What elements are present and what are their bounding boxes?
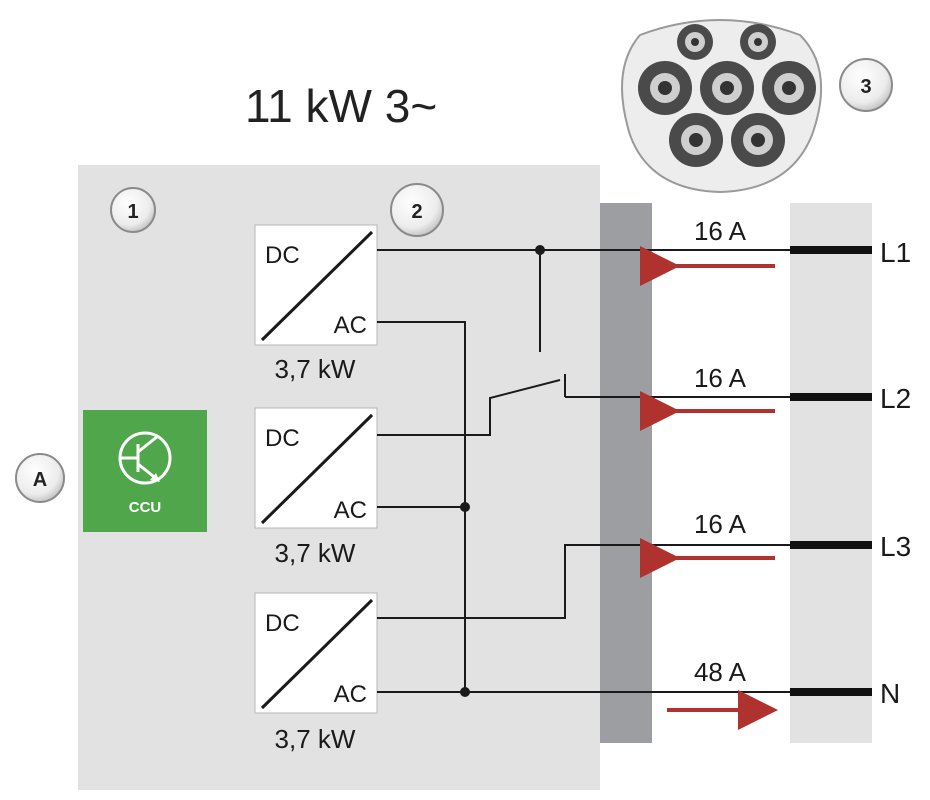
- converter-3-power: 3,7 kW: [275, 724, 356, 754]
- type2-connector-icon: [621, 19, 823, 194]
- l1-name: L1: [880, 237, 911, 268]
- n-name: N: [880, 678, 900, 709]
- converter-2-power: 3,7 kW: [275, 538, 356, 568]
- converter-2-dc: DC: [265, 425, 300, 452]
- converter-3-dc: DC: [265, 610, 300, 637]
- ccu-module: CCU: [83, 410, 207, 532]
- badge-1: 1: [110, 187, 156, 233]
- converter-2-ac: AC: [334, 497, 367, 524]
- junction-dots: [460, 245, 545, 697]
- badge-3-label: 3: [860, 76, 871, 98]
- badge-3: 3: [839, 58, 893, 112]
- l1-current: 16 A: [694, 216, 747, 246]
- converter-1-dc: DC: [265, 242, 300, 269]
- converter-1: DC AC 3,7 kW: [254, 224, 378, 384]
- transistor-icon: [118, 431, 172, 485]
- l3-current: 16 A: [694, 509, 747, 539]
- badge-1-label: 1: [127, 201, 138, 223]
- converter-2: DC AC 3,7 kW: [254, 407, 378, 568]
- converter-3-ac: AC: [334, 681, 367, 708]
- converter-1-power: 3,7 kW: [275, 354, 356, 384]
- terminals: [790, 246, 872, 696]
- grid-strip: [790, 203, 872, 743]
- diagram-title: 11 kW 3~: [245, 80, 437, 132]
- ccu-label: CCU: [129, 499, 162, 516]
- badge-a-label: A: [33, 469, 47, 491]
- l2-current: 16 A: [694, 363, 747, 393]
- busbar: [600, 203, 652, 743]
- l3-name: L3: [880, 531, 911, 562]
- l2-name: L2: [880, 383, 911, 414]
- current-arrows: [640, 246, 778, 730]
- n-current: 48 A: [694, 657, 747, 687]
- badge-2-label: 2: [411, 201, 422, 223]
- converter-1-ac: AC: [334, 312, 367, 339]
- converter-3: DC AC 3,7 kW: [254, 592, 378, 754]
- badge-a: A: [15, 453, 65, 503]
- badge-2: 2: [390, 183, 444, 237]
